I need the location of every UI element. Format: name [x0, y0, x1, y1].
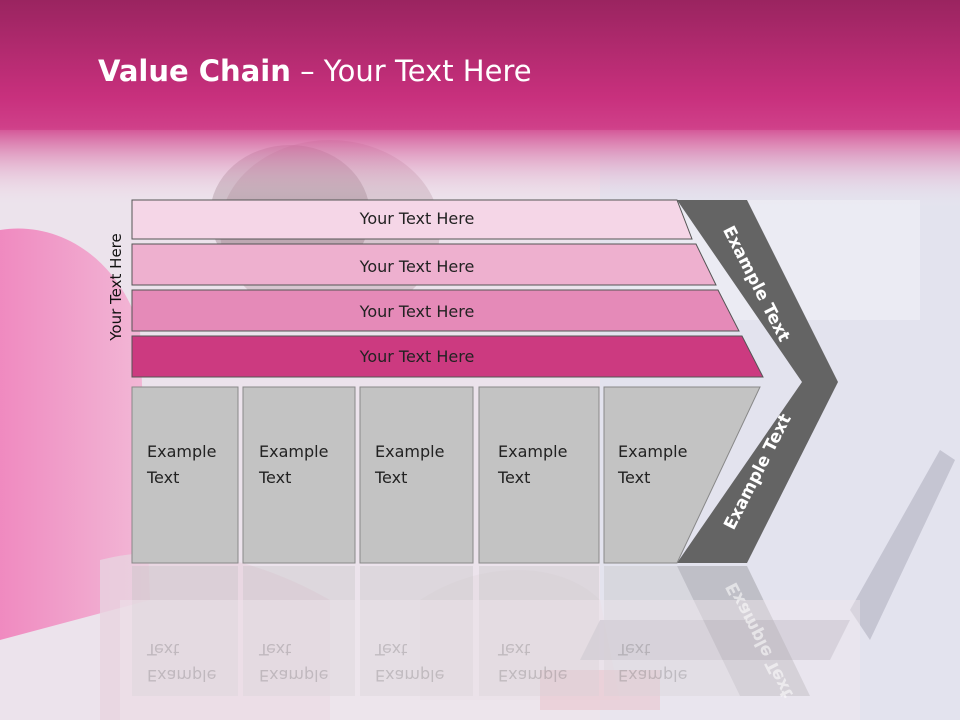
diagram-reflection — [132, 566, 810, 696]
row-label-1: Your Text Here — [359, 209, 475, 228]
row-bar-2 — [131, 243, 717, 286]
activity-box-5 — [603, 386, 761, 564]
title-bold: Value Chain — [98, 54, 291, 88]
row-label-2: Your Text Here — [359, 257, 475, 276]
title-rest: – Your Text Here — [290, 54, 532, 88]
activity-box-3 — [359, 386, 474, 564]
chevron-upper — [677, 200, 838, 382]
activity-box-2 — [242, 386, 356, 564]
row-bar-4 — [131, 335, 764, 378]
activity-box-4 — [478, 386, 600, 564]
row-bar-1 — [131, 199, 693, 240]
activity-box-1 — [131, 386, 239, 564]
page-title: Value Chain – Your Text Here — [98, 54, 532, 88]
row-bar-3 — [131, 289, 740, 332]
row-label-4: Your Text Here — [359, 347, 475, 366]
row-label-3: Your Text Here — [359, 302, 475, 321]
chevron-lower — [677, 382, 838, 563]
